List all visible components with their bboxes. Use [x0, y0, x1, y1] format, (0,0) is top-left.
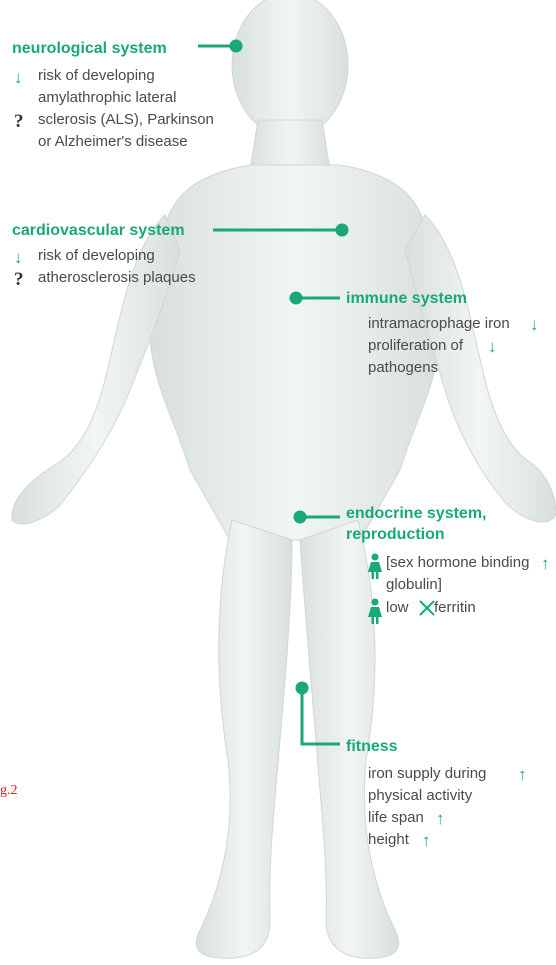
- fitness-line: life span: [368, 808, 424, 828]
- neurological-line: sclerosis (ALS), Parkinson: [38, 110, 214, 130]
- fitness-heading: fitness: [346, 736, 398, 757]
- up-arrow-icon: ↑: [518, 765, 527, 785]
- immune-dot: [291, 293, 301, 303]
- fitness-dot: [297, 683, 307, 693]
- head-shape: [232, 0, 348, 137]
- cardiovascular-line: risk of developing: [38, 246, 155, 266]
- endocrine-heading: endocrine system,: [346, 503, 487, 524]
- immune-line: intramacrophage iron: [368, 314, 510, 334]
- fitness-line: physical activity: [368, 786, 472, 806]
- endocrine-heading: reproduction: [346, 524, 445, 545]
- female-icon: [368, 553, 382, 579]
- immune-line: pathogens: [368, 358, 438, 378]
- neurological-dot: [231, 41, 241, 51]
- neurological-line: or Alzheimer's disease: [38, 132, 188, 152]
- cardiovascular-line: atherosclerosis plaques: [38, 268, 196, 288]
- question-mark-icon: ?: [14, 270, 24, 290]
- down-arrow-icon: ↓: [14, 68, 23, 88]
- cardiovascular-dot: [337, 225, 347, 235]
- down-arrow-icon: ↓: [14, 248, 23, 268]
- endocrine-line: ferritin: [434, 598, 476, 618]
- immune-heading: immune system: [346, 288, 467, 309]
- up-arrow-icon: ↑: [422, 831, 431, 851]
- cardiovascular-heading: cardiovascular system: [12, 220, 185, 241]
- immune-line: proliferation of: [368, 336, 463, 356]
- neck-shape: [250, 120, 330, 170]
- question-mark-icon: ?: [14, 112, 24, 132]
- left-leg-shape: [196, 520, 292, 958]
- neurological-line: risk of developing: [38, 66, 155, 86]
- up-arrow-icon: ↑: [541, 554, 550, 574]
- endocrine-line: [sex hormone binding: [386, 553, 529, 573]
- neurological-line: amylathrophic lateral: [38, 88, 176, 108]
- fitness-line: height: [368, 830, 409, 850]
- endocrine-line: globulin]: [386, 575, 442, 595]
- female-icon: [368, 598, 382, 624]
- neurological-heading: neurological system: [12, 38, 167, 59]
- endocrine-line: low: [386, 598, 409, 618]
- fitness-line: iron supply during: [368, 764, 486, 784]
- endocrine-dot: [295, 512, 305, 522]
- up-arrow-icon: ↑: [436, 809, 445, 829]
- down-arrow-icon: ↓: [488, 337, 497, 357]
- down-arrow-icon: ↓: [530, 315, 539, 335]
- figure-label: g.2: [0, 783, 18, 799]
